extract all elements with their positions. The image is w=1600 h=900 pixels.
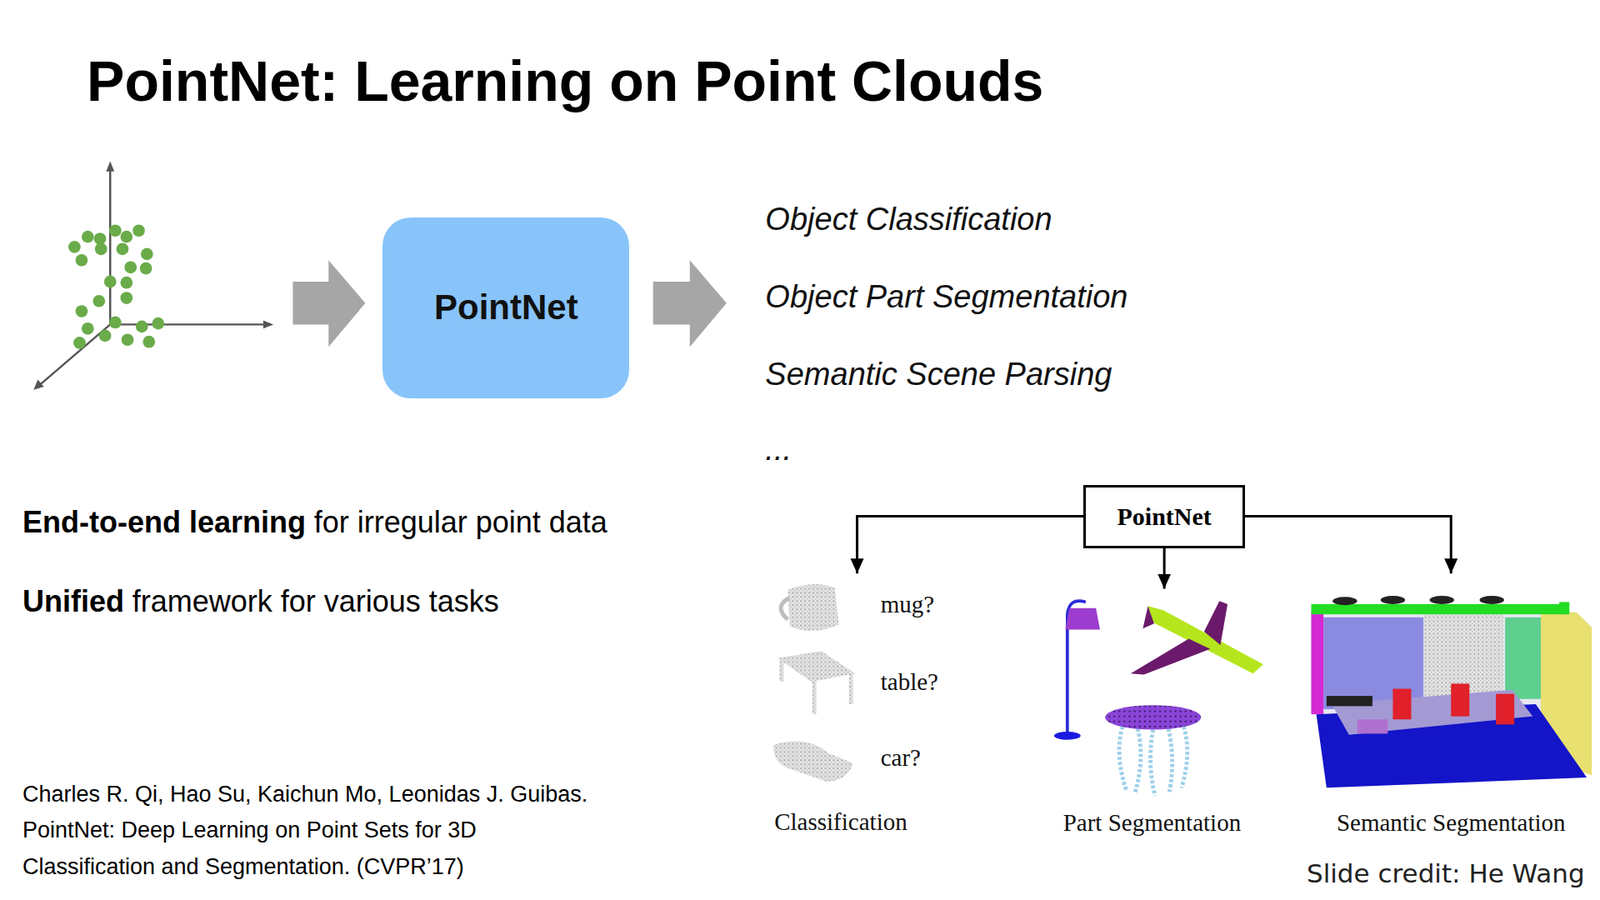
text-line: ...: [765, 430, 792, 467]
mug-cloud: [780, 584, 840, 631]
branch-arrow: [1245, 516, 1451, 575]
text-line: Object Classification: [765, 201, 1052, 238]
citation-text: PointNet: Deep Learning on Point Sets fo…: [22, 816, 477, 842]
model-box: PointNet: [1083, 485, 1245, 549]
box-label: PointNet: [1116, 502, 1211, 531]
car-cloud: [773, 741, 854, 782]
feature-text: framework for various tasks: [132, 584, 500, 619]
block-arrow: [292, 260, 365, 347]
text-line: Classification and Segmentation. (CVPR’1…: [22, 853, 465, 880]
task-panel: mug? table? car? Classification: [755, 573, 960, 841]
panel-label: Semantic Segmentation: [1336, 808, 1566, 836]
task-item: Object Part Segmentation: [765, 279, 1128, 315]
task-panel: Semantic Segmentation: [1305, 573, 1596, 841]
lamp-cloud: [1054, 600, 1100, 740]
panel-label: car?: [880, 743, 921, 771]
feature-text: Unified: [22, 584, 125, 619]
axes: [39, 169, 267, 386]
text-line: Slide credit: He Wang: [1306, 858, 1585, 889]
branch-arrow: [1163, 548, 1166, 590]
citation-text: Charles R. Qi, Hao Su, Kaichun Mo, Leoni…: [22, 780, 588, 806]
feature-text: End-to-end learning: [22, 505, 306, 540]
axis-heads: [33, 160, 274, 390]
text-line: Unifiedframework for various tasks: [22, 584, 500, 620]
round-table-cloud: [1105, 705, 1201, 796]
credit-text: Slide credit: He Wang: [1306, 858, 1585, 889]
panel-label: Part Segmentation: [1063, 808, 1241, 836]
task-item: Semantic Scene Parsing: [765, 356, 1112, 392]
airplane-cloud: [1130, 600, 1264, 675]
citation-text: Classification and Segmentation. (CVPR’1…: [22, 853, 465, 879]
scene-cloud: [1310, 595, 1592, 788]
panel-label: Classification: [774, 807, 907, 835]
model-box: PointNet: [382, 217, 630, 399]
panel-label: mug?: [880, 590, 935, 618]
block-arrow: [653, 260, 727, 347]
box-label: PointNet: [434, 287, 579, 328]
text-line: Semantic Scene Parsing: [765, 356, 1112, 393]
text-line: Object Part Segmentation: [765, 279, 1128, 315]
text-line: PointNet: Deep Learning on Point Sets fo…: [22, 816, 477, 843]
task-panel: Part Segmentation: [1035, 589, 1271, 845]
text-line: Charles R. Qi, Hao Su, Kaichun Mo, Leoni…: [22, 780, 588, 807]
table-cloud: [777, 650, 855, 715]
point-cloud: [68, 224, 165, 349]
task-item: ...: [765, 430, 792, 466]
branch-arrow: [857, 516, 1085, 575]
task-item: Object Classification: [765, 201, 1052, 237]
text-line: End-to-end learningfor irregular point d…: [22, 505, 608, 540]
panel-label: table?: [880, 667, 939, 695]
feature-text: for irregular point data: [314, 505, 608, 540]
slide-title: PointNet: Learning on Point Clouds: [86, 48, 1044, 114]
